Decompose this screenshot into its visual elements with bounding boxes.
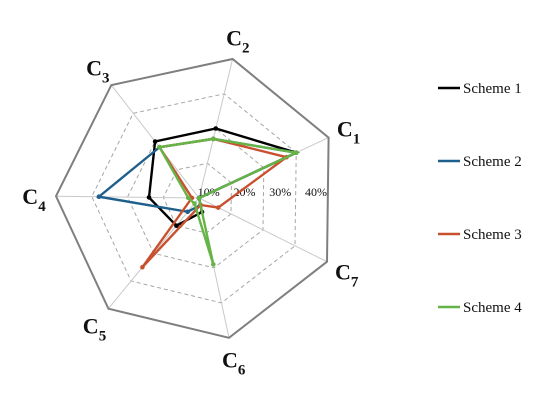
series-4-line	[157, 137, 301, 265]
legend-item-3: Scheme 3	[438, 227, 522, 243]
series-4-point-c7	[196, 195, 202, 201]
legend-label-4: Scheme 4	[463, 300, 522, 316]
axis-label-c4: C4	[22, 184, 46, 215]
series-1-point-c4	[146, 195, 152, 200]
series-4-point-c1	[293, 150, 299, 155]
series-4-point-c5	[192, 201, 197, 206]
legend-item-2: Scheme 2	[438, 154, 522, 170]
grid-ring-3	[91, 93, 297, 304]
axis-label-c2: C2	[226, 26, 249, 57]
series-group	[96, 126, 301, 270]
series-4-point-c6	[211, 262, 216, 267]
series-3-line	[141, 137, 290, 269]
series-1-point-c5	[174, 223, 179, 228]
tick-label-40: 40%	[305, 185, 327, 199]
series-4	[157, 136, 301, 267]
legend-item-4: Scheme 4	[438, 300, 522, 316]
series-2-point-c5	[185, 209, 190, 215]
grid-ring-1	[162, 162, 232, 234]
series-1-point-c3	[152, 139, 158, 144]
axis-label-c7: C7	[335, 260, 359, 291]
series-2-line	[96, 137, 301, 214]
axis-label-c6: C6	[222, 347, 246, 378]
series-4-point-c3	[157, 144, 162, 150]
series-1-point-c2	[213, 126, 219, 131]
grid-spoke-7	[198, 197, 328, 263]
tick-label-20: 20%	[234, 185, 256, 199]
tick-label-30: 30%	[269, 185, 291, 199]
axis-label-c5: C5	[83, 314, 106, 345]
radial-tick-labels: 10%20%30%40%	[198, 185, 327, 199]
series-2-point-c4	[96, 194, 102, 199]
series-1-line	[147, 127, 300, 228]
legend-item-1: Scheme 1	[438, 81, 522, 97]
grid-spoke-4	[55, 195, 200, 199]
series-3	[140, 136, 290, 270]
axis-label-c1: C1	[337, 116, 360, 147]
series-4-point-c4	[186, 195, 191, 201]
grid-outer-ring	[54, 57, 330, 339]
legend-label-3: Scheme 3	[463, 227, 522, 243]
series-3-point-c5	[140, 264, 145, 270]
legend-label-1: Scheme 1	[463, 81, 522, 97]
series-3-point-c7	[215, 205, 221, 210]
axis-label-c3: C3	[86, 56, 109, 87]
legend-label-2: Scheme 2	[463, 154, 522, 170]
series-4-point-c2	[211, 136, 216, 142]
legend: Scheme 1 Scheme 2 Scheme 3 Scheme 4	[438, 81, 522, 316]
